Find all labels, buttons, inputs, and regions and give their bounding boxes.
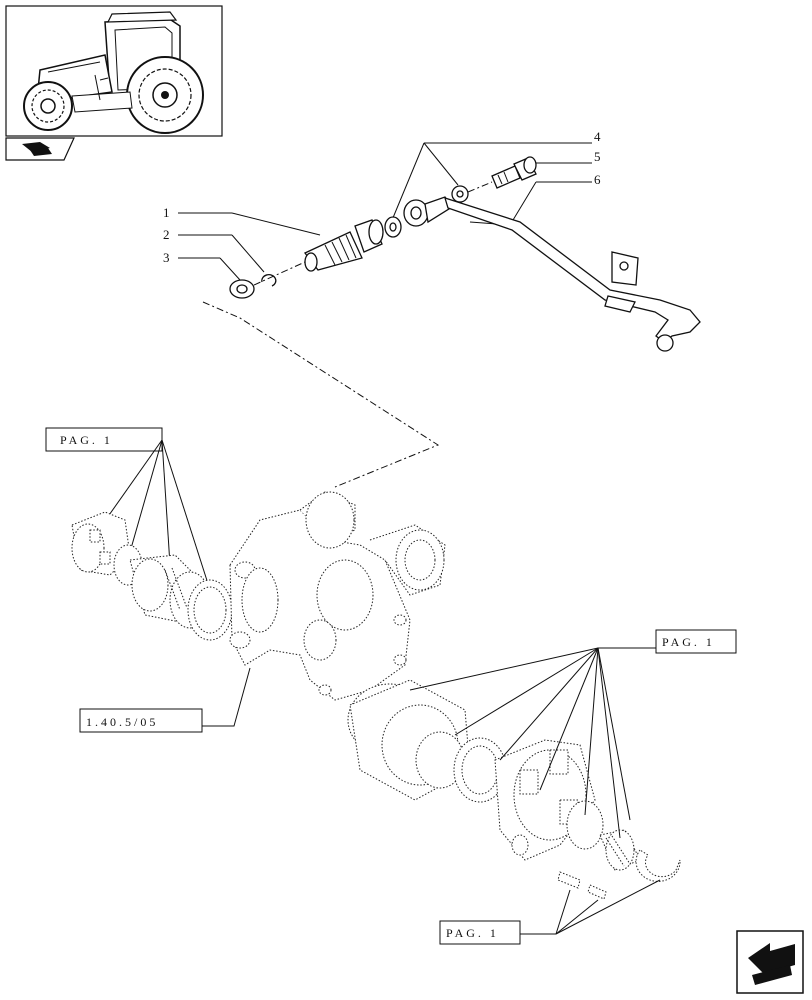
tractor-thumbnail-icon[interactable] bbox=[5, 5, 223, 137]
left-hub-assembly bbox=[71, 511, 233, 641]
fitting-part-1 bbox=[303, 219, 384, 272]
leader-pag-bottom bbox=[520, 879, 661, 935]
callout-3: 3 bbox=[163, 250, 170, 265]
callout-1: 1 bbox=[163, 205, 170, 220]
washer-part-3 bbox=[229, 279, 255, 299]
next-page-arrow-icon[interactable] bbox=[736, 930, 804, 994]
bolt-part-5 bbox=[491, 156, 537, 189]
svg-text:PAG. 1: PAG. 1 bbox=[662, 635, 715, 649]
ref-pag-bottom[interactable]: PAG. 1 bbox=[439, 920, 521, 945]
washer-part-4 bbox=[384, 185, 469, 238]
svg-text:PAG. 1: PAG. 1 bbox=[60, 433, 113, 447]
leader-pag-right bbox=[409, 647, 656, 839]
pipe-part-6 bbox=[403, 196, 701, 352]
right-hub-assembly bbox=[347, 679, 681, 900]
callout-5: 5 bbox=[594, 149, 601, 164]
callout-6: 6 bbox=[594, 172, 601, 187]
svg-text:1.40.5/05: 1.40.5/05 bbox=[86, 715, 158, 729]
clip-part-2 bbox=[261, 274, 277, 287]
ref-section[interactable]: 1.40.5/05 bbox=[79, 708, 203, 733]
svg-text:PAG. 1: PAG. 1 bbox=[446, 926, 499, 940]
callout-4: 4 bbox=[594, 129, 601, 144]
book-icon[interactable] bbox=[5, 137, 75, 161]
callout-2: 2 bbox=[163, 227, 170, 242]
ref-pag-left[interactable]: PAG. 1 bbox=[45, 427, 163, 452]
axle-housing bbox=[229, 491, 446, 701]
ref-pag-right[interactable]: PAG. 1 bbox=[655, 629, 737, 654]
